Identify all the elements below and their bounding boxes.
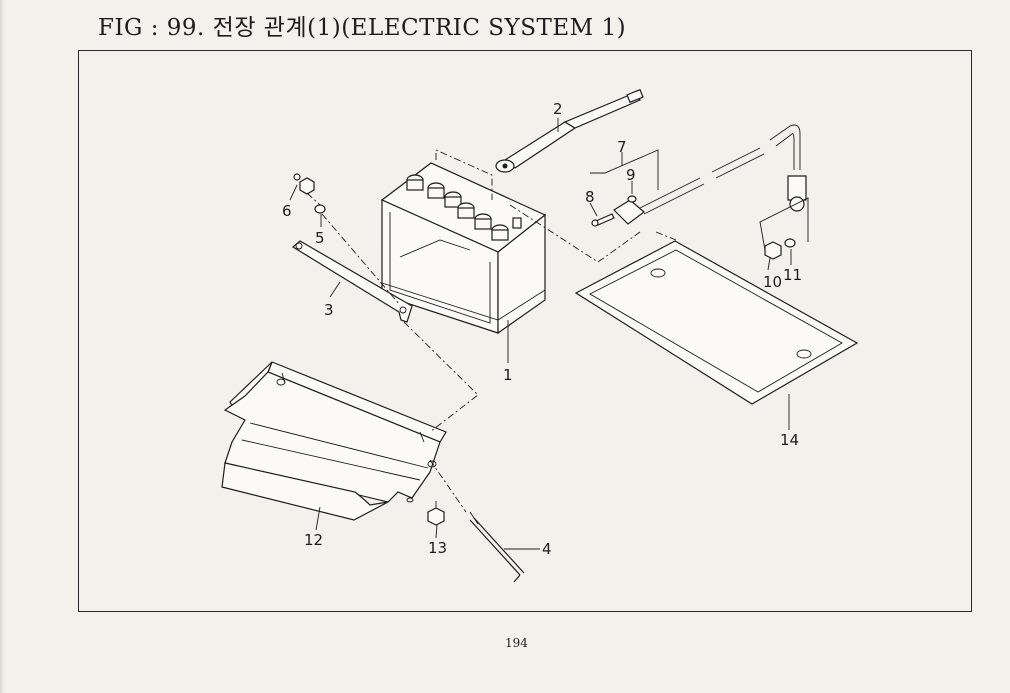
leader-lines [289,118,792,550]
battery-caps [406,174,522,241]
callout-1: 1 [503,366,513,384]
callout-2: 2 [553,100,563,118]
hook-bolt-drawing [469,511,525,583]
tray-drawing [221,361,447,521]
nut-washer-left [293,173,326,214]
callout-12: 12 [304,531,323,549]
figure-title: FIG : 99. 전장 관계(1)(ELECTRIC SYSTEM 1) [98,15,627,41]
callout-4: 4 [542,540,552,558]
phantom-lines [306,149,809,513]
battery-drawing [380,162,547,335]
ground-cable-drawing [613,124,807,225]
callout-7: 7 [617,138,627,156]
page-number: 194 [505,636,528,650]
diagram-frame [78,50,972,612]
mat-drawing [574,240,859,405]
nut-washer-right [764,238,796,260]
bolt-13-drawing [427,501,445,526]
callout-14: 14 [780,431,799,449]
callout-8: 8 [585,188,595,206]
callout-9: 9 [626,166,636,184]
callout-10: 10 [763,273,782,291]
bolt-nut-hardware [591,195,637,227]
callout-3: 3 [324,301,334,319]
callout-5: 5 [315,229,325,247]
callout-6: 6 [282,202,292,220]
callouts: 1 2 3 4 5 6 7 8 9 10 11 12 13 14 [282,100,802,558]
callout-13: 13 [428,539,447,557]
positive-cable-drawing [495,88,644,173]
bracket-drawing [291,240,413,323]
scan-edge [0,0,4,693]
callout-11: 11 [783,266,802,284]
